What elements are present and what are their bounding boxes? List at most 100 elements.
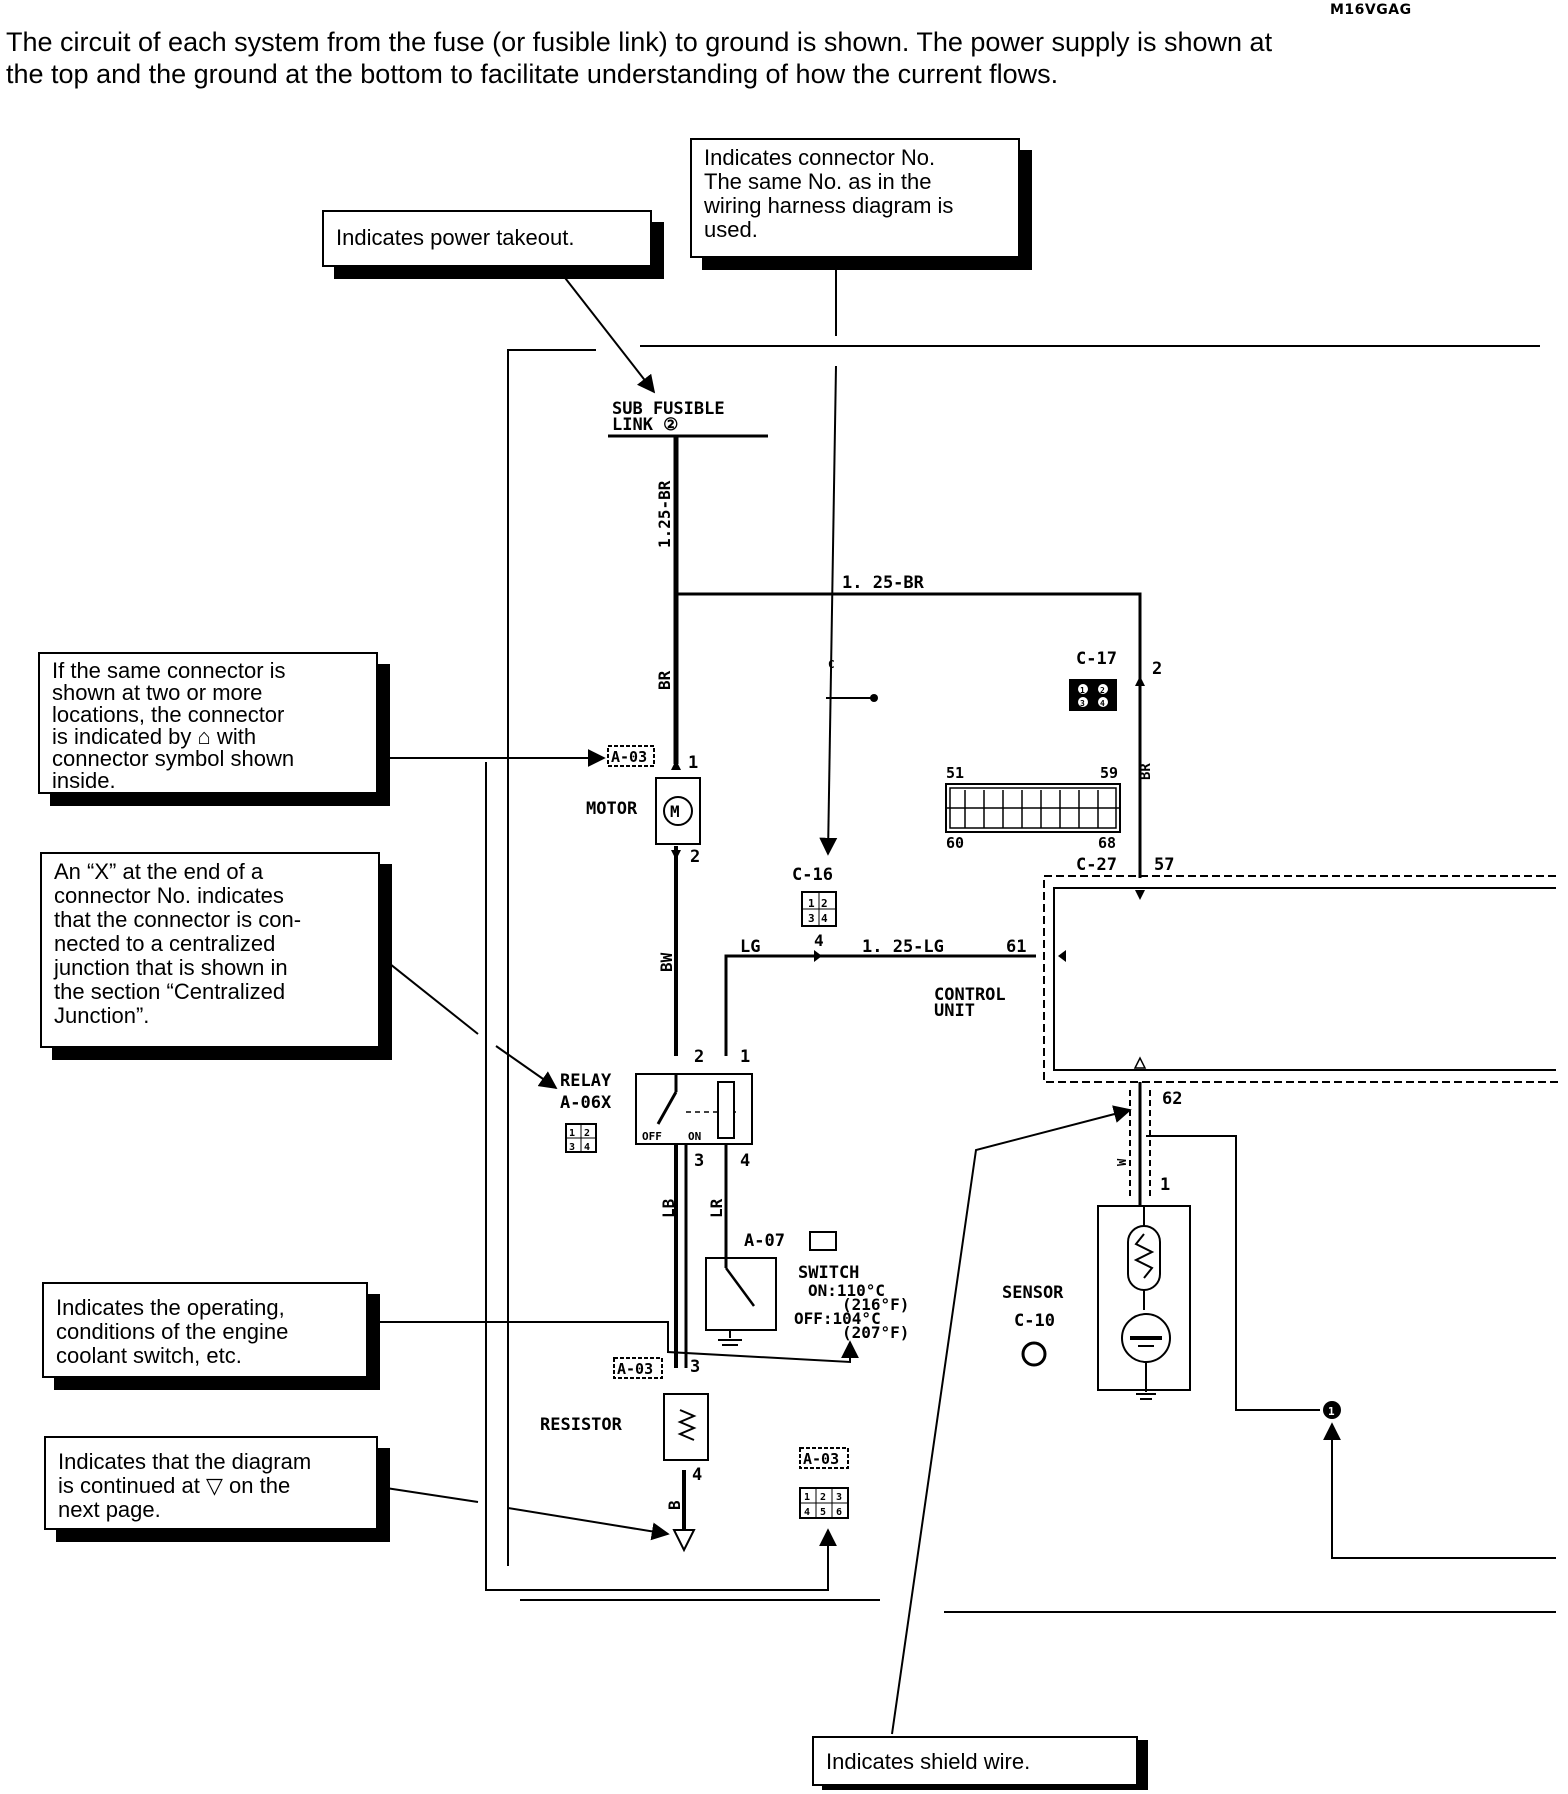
relay-coil-icon bbox=[717, 1081, 735, 1139]
wire-label: 1.25-BR bbox=[655, 480, 674, 548]
pin-cell: 4 bbox=[804, 1507, 810, 1518]
callout-line: Indicates connector No. bbox=[704, 145, 936, 170]
callout-line: An “X” at the end of a bbox=[54, 859, 264, 884]
connector-mark bbox=[1133, 1056, 1147, 1069]
callout-line: wiring harness diagram is bbox=[704, 193, 954, 218]
callout-line: shown at two or more bbox=[52, 680, 263, 705]
connector-mark bbox=[671, 850, 681, 860]
callout-power-takeout: Indicates power takeout. bbox=[322, 210, 652, 267]
callout-line: nected to a centralized bbox=[54, 931, 276, 956]
diagram-frame bbox=[507, 345, 1556, 1613]
control-unit-label: UNIT bbox=[934, 1001, 975, 1021]
connector-c27: 51 59 60 68 C-27 bbox=[945, 764, 1121, 875]
pin-cell: 1 bbox=[1080, 686, 1085, 695]
wire-label: BR bbox=[1138, 763, 1154, 780]
switch-label: SWITCH bbox=[798, 1263, 859, 1283]
continuation-marker-right: 1 bbox=[1323, 1401, 1556, 1559]
pin-number: 2 bbox=[694, 1047, 704, 1067]
motor-icon bbox=[663, 796, 693, 826]
connector-mark bbox=[1058, 950, 1066, 962]
switch-icon bbox=[724, 1267, 756, 1307]
callout-line: Indicates shield wire. bbox=[826, 1749, 1031, 1774]
wire-label: W bbox=[1115, 1158, 1129, 1166]
motor: M MOTOR 1 2 bbox=[586, 753, 701, 867]
pin-number: 61 bbox=[1006, 937, 1026, 957]
callout-line: that the connector is con- bbox=[54, 907, 302, 932]
connector-mark bbox=[671, 760, 681, 770]
callout-operating-conditions: Indicates the operating, conditions of t… bbox=[42, 1282, 368, 1378]
callout-line: The same No. as in the bbox=[704, 169, 932, 194]
sub-fusible-link: SUB FUSIBLE LINK ② bbox=[608, 399, 768, 438]
callout-shield-wire: Indicates shield wire. bbox=[812, 1736, 1138, 1786]
callout-line: If the same connector is bbox=[52, 658, 286, 683]
connector-a03-motor: A-03 bbox=[607, 745, 655, 767]
resistor-body bbox=[663, 1393, 709, 1461]
callout-line: Indicates the operating, bbox=[56, 1295, 285, 1320]
wire-label: 1. 25-LG bbox=[862, 937, 944, 957]
connector-label: C-17 bbox=[1076, 649, 1117, 669]
pin-cell: 3 bbox=[569, 1142, 575, 1153]
wire-label: B bbox=[665, 1500, 684, 1510]
callout-connector-number: Indicates connector No. The same No. as … bbox=[690, 138, 1020, 258]
wire-label: LG bbox=[740, 937, 760, 957]
pin-number: 3 bbox=[690, 1357, 700, 1377]
switch-off-f: (207°F) bbox=[842, 1323, 909, 1342]
coolant-switch: A-07 SWITCH ON:110°C (216°F) OFF:104°C (… bbox=[705, 1231, 909, 1346]
connector-mark bbox=[1135, 890, 1145, 900]
continue-icon bbox=[672, 1529, 696, 1553]
junction-dot bbox=[870, 694, 878, 702]
switch-on-value: ON:110°C bbox=[808, 1281, 885, 1300]
connector-label: C-27 bbox=[1076, 855, 1117, 875]
sensor-connector-label: C-10 bbox=[1014, 1311, 1055, 1331]
callout-line: junction that is shown in bbox=[54, 955, 288, 980]
switch-off-value: OFF:104°C bbox=[794, 1309, 881, 1328]
callout-line: connector symbol shown bbox=[52, 746, 295, 771]
connector-c16: C-16 1 2 3 4 bbox=[792, 865, 837, 927]
callout-continued: Indicates that the diagram is continued … bbox=[44, 1436, 378, 1530]
callout-line: locations, the connector bbox=[52, 702, 285, 727]
callout-leaders bbox=[379, 273, 1132, 1735]
relay-switch-icon bbox=[656, 1091, 678, 1125]
pin-cell: 1 bbox=[804, 1492, 810, 1503]
pin-number: 3 bbox=[694, 1151, 704, 1171]
callout-line: is indicated by ⌂ with bbox=[52, 724, 257, 749]
switch-connector-label: A-07 bbox=[744, 1231, 785, 1251]
connector-label: A-03 bbox=[803, 1450, 839, 1468]
fusible-link-label: SUB FUSIBLE bbox=[612, 399, 725, 419]
resistor-icon bbox=[677, 1409, 697, 1441]
thermistor-icon bbox=[1133, 1233, 1155, 1279]
control-unit: CONTROL UNIT bbox=[934, 875, 1560, 1083]
switch-body bbox=[705, 1257, 777, 1331]
relay-connector-label: A-06X bbox=[560, 1093, 612, 1113]
switch-on-f: (216°F) bbox=[842, 1295, 909, 1314]
main-power-wire bbox=[673, 436, 1142, 1536]
control-unit-label: CONTROL bbox=[934, 985, 1006, 1005]
connector-icon bbox=[1021, 1341, 1047, 1367]
wire-label: LR bbox=[707, 1198, 726, 1218]
intro-text: The circuit of each system from the fuse… bbox=[6, 26, 1446, 90]
pin-number: 1 bbox=[1160, 1175, 1170, 1195]
pin-number: 57 bbox=[1154, 855, 1174, 875]
intro-line-2: the top and the ground at the bottom to … bbox=[6, 59, 1059, 89]
callout-same-connector: If the same connector is shown at two or… bbox=[38, 652, 378, 794]
callout-line: Indicates power takeout. bbox=[336, 225, 575, 250]
pin-number: 51 bbox=[946, 764, 964, 782]
sensor: SENSOR C-10 bbox=[1002, 1205, 1191, 1400]
relay-on-label: ON bbox=[688, 1130, 701, 1143]
callout-x-connector: An “X” at the end of a connector No. ind… bbox=[40, 852, 380, 1048]
continue-marker bbox=[672, 1529, 696, 1553]
connector-label: A-03 bbox=[611, 748, 647, 766]
relay-label: RELAY bbox=[560, 1071, 612, 1091]
lg-wire bbox=[724, 954, 1036, 1236]
callout-line: the section “Centralized bbox=[54, 979, 286, 1004]
connector-label: C bbox=[828, 658, 835, 671]
pin-cell: 4 bbox=[1100, 699, 1105, 708]
document-code: M16VGAG bbox=[1330, 2, 1412, 18]
pin-number: 59 bbox=[1100, 764, 1118, 782]
pin-cell: 4 bbox=[584, 1142, 590, 1153]
pin-number: 68 bbox=[1098, 834, 1116, 852]
continuation-number: 1 bbox=[1328, 1405, 1335, 1418]
fusible-link-label: LINK ② bbox=[612, 415, 678, 435]
pin-number: 4 bbox=[692, 1465, 702, 1485]
